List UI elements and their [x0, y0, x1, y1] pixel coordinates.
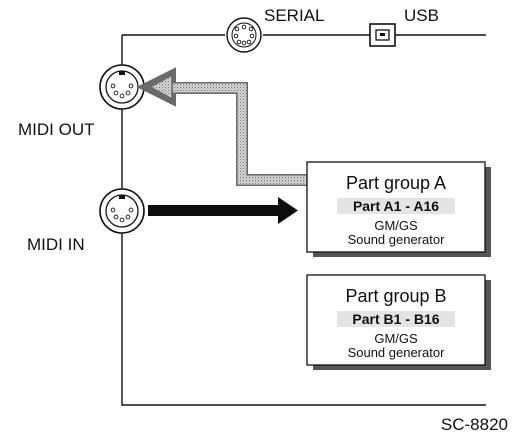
group-b-parts: Part B1 - B16 — [352, 311, 439, 327]
group-b-desc: Sound generator — [348, 345, 446, 360]
group-a-type: GM/GS — [374, 218, 418, 233]
serial-label: SERIAL — [264, 6, 324, 25]
midi-in-signal-arrow — [148, 197, 298, 224]
device-outline — [121, 34, 486, 406]
midi-in-port-icon — [99, 188, 145, 234]
group-b-type: GM/GS — [374, 331, 418, 346]
group-b-title: Part group B — [345, 286, 446, 306]
part-group-b: Part group B Part B1 - B16 GM/GS Sound g… — [306, 274, 486, 366]
group-a-parts: Part A1 - A16 — [353, 198, 439, 214]
usb-label: USB — [404, 6, 439, 25]
usb-port-icon — [369, 23, 396, 47]
midi-out-label: MIDI OUT — [18, 120, 95, 139]
model-label: SC-8820 — [441, 415, 508, 434]
midi-in-label: MIDI IN — [27, 235, 85, 254]
group-a-title: Part group A — [346, 173, 446, 193]
group-a-parts-highlight — [337, 198, 455, 214]
serial-port-icon — [226, 17, 262, 53]
part-group-a: Part group A Part A1 - A16 GM/GS Sound g… — [306, 161, 486, 253]
group-b-parts-highlight — [337, 311, 455, 327]
group-a-desc: Sound generator — [348, 232, 446, 247]
